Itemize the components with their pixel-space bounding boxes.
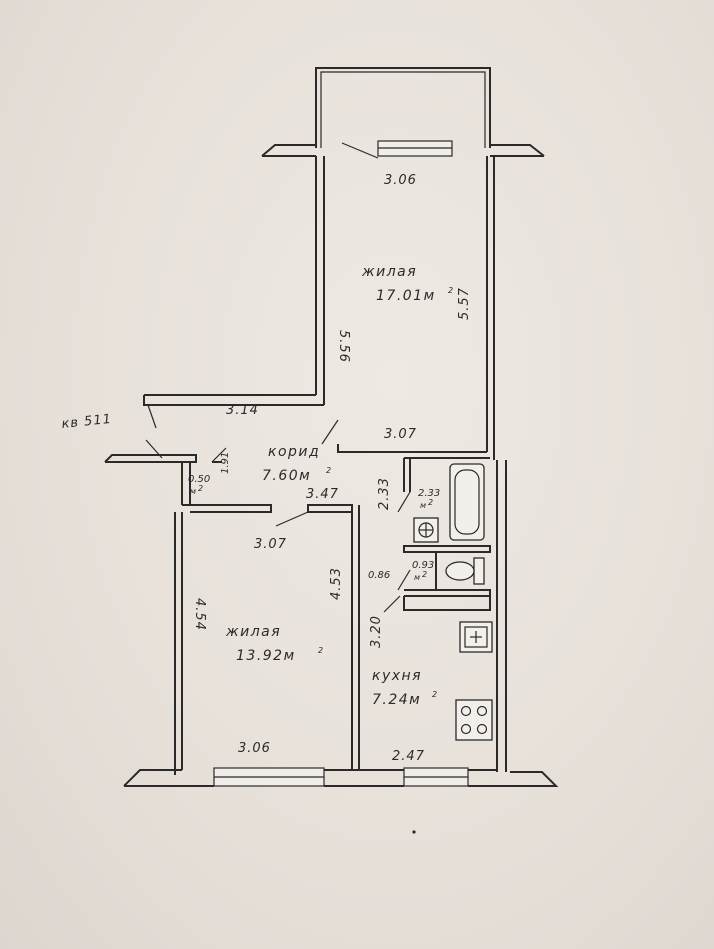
- kitchen-area-unit-sup: 2: [432, 690, 437, 699]
- dim-large-room-bottom: 3.07: [384, 427, 417, 442]
- balcony-slab-left: [261, 144, 316, 157]
- large-room-bottom-wall: [337, 444, 487, 453]
- bathroom-area-unit-sup: 2: [428, 498, 433, 507]
- sink-icon: [413, 517, 439, 543]
- closet-area-unit: м: [190, 487, 196, 496]
- toilet-bottom-wall: [404, 589, 491, 597]
- small-room-name: жилая: [225, 624, 281, 640]
- entry-jamb: [143, 395, 150, 406]
- toilet-area-unit: м: [414, 573, 420, 582]
- balcony-inner-line: [320, 71, 486, 148]
- dim-closet-side: 1.91: [220, 452, 231, 474]
- dim-small-room-top: 3.07: [254, 537, 287, 552]
- large-room-window-leader: [341, 142, 379, 159]
- fixtures: [412, 463, 493, 834]
- dim-large-room-top: 3.06: [384, 173, 417, 188]
- walls: [104, 67, 559, 787]
- toilet-door-swing: [397, 569, 411, 591]
- bottom-facade-right: [468, 771, 559, 787]
- kitchen-dimension-leader: [383, 595, 401, 613]
- corridor-name: корид: [268, 444, 320, 460]
- large-room-door-swing: [321, 419, 339, 445]
- apartment-label-leader: [147, 404, 157, 429]
- bathtub-icon: [449, 463, 485, 541]
- dim-kitchen-bottom: 2.47: [392, 749, 425, 764]
- closet-area: 0.50: [188, 474, 210, 485]
- large-room-area: 17.01м: [376, 288, 436, 304]
- closet-door-swing: [211, 447, 227, 463]
- dim-corridor-length: 3.47: [306, 487, 339, 502]
- dim-bathroom-side: 2.33: [377, 477, 392, 510]
- corridor-area-unit-sup: 2: [326, 466, 331, 475]
- dim-corridor-wall: 3.14: [226, 403, 259, 418]
- entry-door-swing: [145, 439, 163, 459]
- small-room-top-wall: [182, 504, 272, 513]
- dim-large-room-left: 5.56: [336, 330, 351, 363]
- kitchen-area: 7.24м: [372, 692, 421, 708]
- bathroom-bottom-wall: [403, 545, 491, 553]
- kitchen-name: кухня: [372, 668, 422, 684]
- toilet-area: 0.93: [412, 560, 434, 571]
- apartment-number-label: кв 511: [61, 412, 113, 432]
- small-room-area: 13.92м: [236, 648, 296, 664]
- dim-small-room-left: 4.54: [192, 598, 207, 631]
- balcony-slab-right: [490, 144, 545, 157]
- dim-toilet-side: 0.86: [368, 570, 390, 581]
- small-room-area-unit-sup: 2: [318, 646, 323, 655]
- toilet-icon: [445, 557, 485, 585]
- dim-kitchen-side: 3.20: [369, 615, 384, 648]
- balcony-outline: [315, 67, 491, 148]
- bathroom-area: 2.33: [418, 488, 440, 499]
- bottom-facade-left: [123, 769, 182, 787]
- closet-area-unit-sup: 2: [198, 484, 203, 493]
- bathroom-door-swing: [397, 491, 411, 513]
- corridor-area: 7.60м: [262, 468, 311, 484]
- dim-small-room-right: 4.53: [329, 567, 344, 600]
- stove-icon: [455, 699, 493, 741]
- pencil-dot: [412, 830, 416, 834]
- toilet-area-unit-sup: 2: [422, 570, 427, 579]
- small-room-top-wall-right: [307, 504, 353, 513]
- dim-small-room-bottom: 3.06: [238, 741, 271, 756]
- kitchen-partition: [403, 596, 491, 611]
- small-room-door-swing: [275, 511, 309, 527]
- large-room-area-unit-sup: 2: [448, 286, 453, 295]
- bathroom-area-unit: м: [420, 501, 426, 510]
- kitchen-sink-icon: [459, 621, 493, 653]
- labels: кв 511 жилая 17.01м 2 жилая 13.92м 2 кор…: [61, 173, 472, 764]
- dim-large-room-right: 5.57: [457, 287, 472, 320]
- entry-wall: [104, 454, 197, 463]
- large-room-name: жилая: [361, 264, 417, 280]
